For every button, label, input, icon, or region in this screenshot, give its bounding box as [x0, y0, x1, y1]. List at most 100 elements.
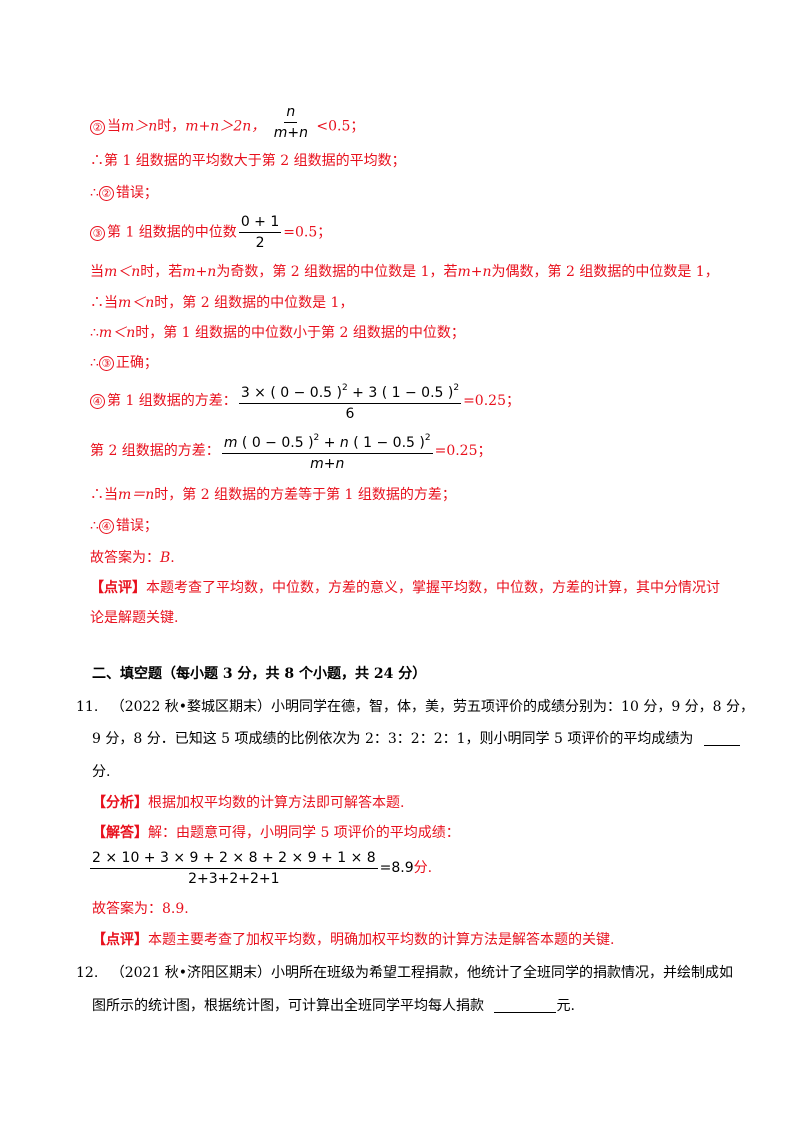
text: ∴: [90, 518, 99, 534]
text: =0.25；: [463, 393, 520, 409]
solution-line: 【解答】解：由题意可得，小明同学 5 项评价的平均成绩：: [92, 823, 460, 843]
answer-value: B: [160, 550, 171, 566]
question-text: 图所示的统计图，根据统计图，可计算出全班同学平均每人捐款 元.: [92, 996, 575, 1016]
variance-2-fraction: m ( 0 − 0.5 )2 + n ( 1 − 0.5 )2 m+n: [221, 428, 433, 474]
math-var: m+n＞2n，: [185, 118, 266, 135]
text: ∴: [90, 325, 99, 341]
fraction-denominator: 2: [255, 235, 265, 251]
fraction-numerator: 2 × 10 + 3 × 9 + 2 × 8 + 2 × 9 + 1 × 8: [90, 848, 378, 869]
text: 时，第 1 组数据的中位数小于第 2 组数据的中位数；: [135, 325, 465, 341]
question-12: 12. （2021 秋•济阳区期末）小明所在班级为希望工程捐款，他统计了全班同学…: [76, 963, 733, 983]
analysis-line: 【分析】根据加权平均数的计算方法即可解答本题.: [92, 793, 404, 813]
analysis-tag: 【分析】: [92, 795, 148, 811]
fraction-denominator: m+n: [273, 125, 308, 141]
comment-line: 论是解题关键.: [90, 610, 179, 626]
circled-number: ②: [98, 186, 114, 201]
comment-tag: 【点评】: [90, 580, 146, 596]
comment-tag: 【点评】: [92, 932, 148, 948]
fraction-numerator: 0 + 1: [238, 212, 282, 233]
math-var: m+n: [457, 264, 492, 280]
text: 当: [107, 118, 121, 135]
solution-variance-2: 第 2 组数据的方差： m ( 0 − 0.5 )2 + n ( 1 − 0.5…: [90, 428, 492, 474]
solution-line: 当m＜n时，若m+n为奇数，第 2 组数据的中位数是 1，若m+n为偶数，第 2…: [90, 262, 719, 282]
text: <0.5；: [311, 118, 365, 135]
text: 本题主要考查了加权平均数，明确加权平均数的计算方法是解答本题的关键.: [148, 932, 615, 948]
question-text: 9 分，8 分．已知这 5 项成绩的比例依次为 2：3：2：2：1，则小明同学 …: [92, 729, 740, 749]
text: 根据加权平均数的计算方法即可解答本题.: [148, 795, 405, 811]
answer-blank: [703, 731, 740, 746]
result: =8.9: [379, 860, 414, 876]
text: ∴当: [90, 295, 118, 311]
unit: 分.: [413, 860, 433, 876]
fraction: n m+n: [272, 102, 310, 143]
math-var: m+n: [182, 264, 217, 280]
text: 正确；: [115, 355, 158, 371]
math-var: m＝n: [118, 487, 155, 503]
section-title: 二、填空题（每小题 3 分，共 8 个小题，共 24 分）: [92, 666, 427, 682]
circled-number: ③: [98, 356, 114, 371]
question-text: （2021 秋•济阳区期末）小明所在班级为希望工程捐款，他统计了全班同学的捐款情…: [110, 965, 734, 981]
fraction-numerator: n: [284, 102, 298, 123]
fraction: 2 × 10 + 3 × 9 + 2 × 8 + 2 × 9 + 1 × 8 2…: [90, 848, 378, 889]
question-11: 11. （2022 秋•婺城区期末）小明同学在德，智，体，美，劳五项评价的成绩分…: [76, 697, 754, 717]
question-number: 12.: [76, 965, 99, 981]
comment-line: 【点评】本题考查了平均数，中位数，方差的意义，掌握平均数，中位数，方差的计算，其…: [90, 578, 720, 598]
text: ∴: [90, 355, 99, 371]
comment-line: 【点评】本题主要考查了加权平均数，明确加权平均数的计算方法是解答本题的关键.: [92, 930, 614, 950]
solution-line: ∴m＜n时，第 1 组数据的中位数小于第 2 组数据的中位数；: [90, 323, 465, 343]
text: 第 1 组数据的中位数: [107, 224, 237, 241]
math-var: m＜n: [98, 325, 136, 341]
weighted-average-formula: 2 × 10 + 3 × 9 + 2 × 8 + 2 × 9 + 1 × 8 2…: [90, 846, 432, 890]
question-number: 11.: [76, 699, 99, 715]
fraction-numerator: m ( 0 − 0.5 )2 + n ( 1 − 0.5 )2: [221, 428, 433, 454]
text: 当: [90, 264, 104, 280]
text: 错误；: [115, 518, 158, 534]
text: 图所示的统计图，根据统计图，可计算出全班同学平均每人捐款: [92, 998, 484, 1014]
circled-number: ③: [90, 225, 105, 241]
question-text: （2022 秋•婺城区期末）小明同学在德，智，体，美，劳五项评价的成绩分别为：1…: [110, 699, 755, 715]
text: 为偶数，第 2 组数据的中位数是 1，: [491, 264, 719, 280]
text: ∴: [90, 185, 99, 201]
math-var: m＜n: [104, 264, 141, 280]
answer-line: 故答案为：B.: [90, 548, 175, 568]
circled-number: ④: [98, 519, 114, 534]
fraction: 0 + 1 2: [238, 212, 282, 253]
answer-blank: [494, 998, 557, 1013]
math-var: m＜n: [118, 295, 155, 311]
answer-line: 故答案为：8.9.: [92, 901, 189, 917]
text: 故答案为：: [90, 550, 160, 566]
text: =0.25；: [434, 443, 492, 459]
text: 元.: [556, 998, 575, 1014]
text: 时，第 2 组数据的中位数是 1，: [154, 295, 354, 311]
fraction-numerator: 3 × ( 0 − 0.5 )2 + 3 ( 1 − 0.5 )2: [238, 378, 462, 404]
text: ∴当: [90, 487, 118, 503]
text: 错误；: [115, 185, 158, 201]
text: 本题考查了平均数，中位数，方差的意义，掌握平均数，中位数，方差的计算，其中分情况…: [146, 580, 720, 596]
text: .: [170, 550, 175, 566]
solution-line: ∴当m＝n时，第 2 组数据的方差等于第 1 组数据的方差；: [90, 485, 456, 505]
circled-number: ②: [90, 119, 105, 135]
circled-number: ④: [90, 394, 105, 409]
solution-line: ∴当m＜n时，第 2 组数据的中位数是 1，: [90, 293, 353, 313]
question-text: 分.: [92, 764, 111, 780]
variance-1-fraction: 3 × ( 0 − 0.5 )2 + 3 ( 1 − 0.5 )2 6: [238, 378, 462, 424]
text: 解：由题意可得，小明同学 5 项评价的平均成绩：: [148, 825, 460, 841]
fraction-denominator: 6: [345, 406, 355, 422]
text: 9 分，8 分．已知这 5 项成绩的比例依次为 2：3：2：2：1，则小明同学 …: [92, 731, 694, 747]
text: 时，若: [140, 264, 183, 280]
solution-line: ∴第 1 组数据的平均数大于第 2 组数据的平均数；: [90, 153, 406, 169]
math-var: m＞n: [121, 118, 158, 135]
solution-tag: 【解答】: [92, 825, 148, 841]
text: 为奇数，第 2 组数据的中位数是 1，若: [216, 264, 458, 280]
fraction-denominator: 2+3+2+2+1: [188, 870, 280, 887]
fraction-denominator: m+n: [310, 456, 345, 472]
text: 时，: [157, 118, 186, 135]
text: 第 2 组数据的方差：: [90, 443, 220, 459]
text: 时，第 2 组数据的方差等于第 1 组数据的方差；: [154, 487, 456, 503]
